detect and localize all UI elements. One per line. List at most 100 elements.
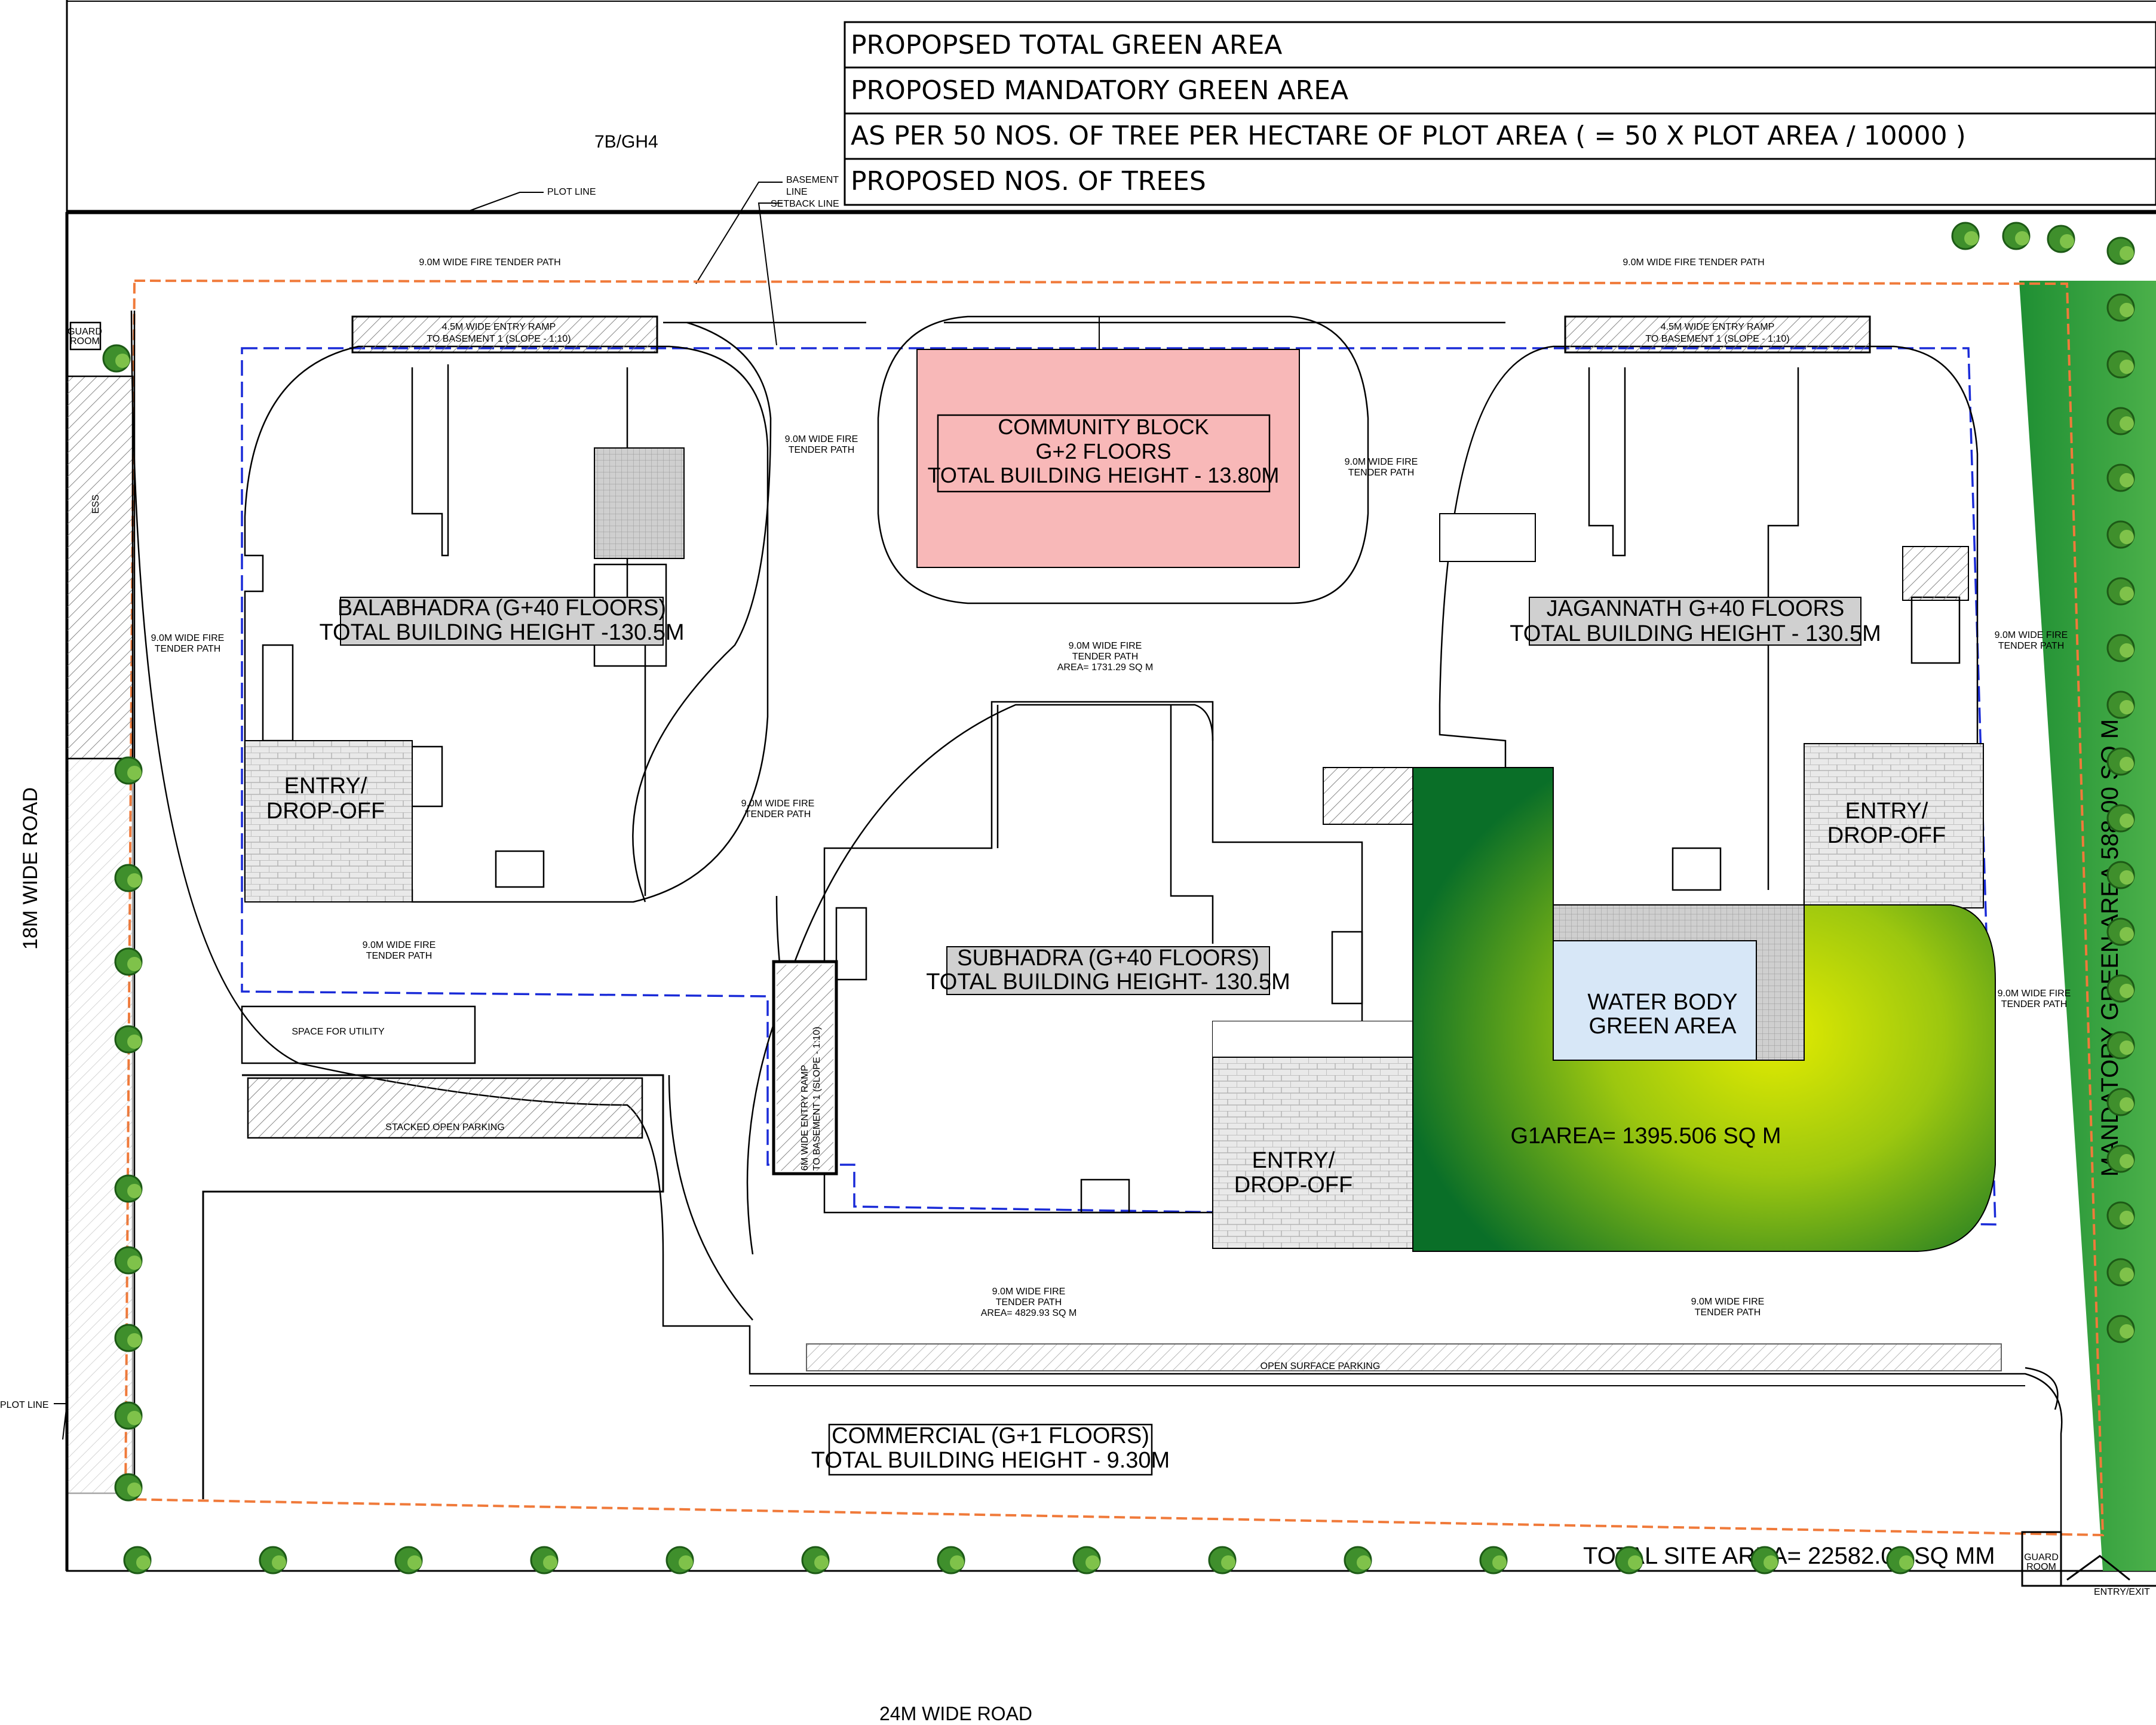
svg-text:9.0M WIDE FIRE: 9.0M WIDE FIRE [1998, 989, 2071, 999]
guard-room-bottom: GUARD [2024, 1552, 2059, 1563]
tree-highlight-icon [950, 1555, 964, 1570]
tree-highlight-icon [2120, 927, 2134, 941]
tree-highlight-icon [2120, 303, 2134, 317]
tree-highlight-icon [136, 1555, 151, 1570]
entry-exit-label: ENTRY/EXIT [2094, 1587, 2150, 1597]
commercial-height: TOTAL BUILDING HEIGHT - 9.30M [811, 1448, 1170, 1473]
trees [102, 222, 2135, 1574]
entry-dropoff-left: ENTRY/ [284, 774, 367, 799]
jagannath-height: TOTAL BUILDING HEIGHT - 130.5M [1510, 621, 1881, 646]
svg-text:TENDER PATH: TENDER PATH [1998, 641, 2065, 651]
tree-highlight-icon [2120, 1154, 2134, 1168]
entry-dropoff-right: ENTRY/ [1845, 799, 1928, 824]
svg-text:9.0M WIDE FIRE: 9.0M WIDE FIRE [741, 799, 815, 809]
plot-ref-label: 7B/GH4 [594, 132, 658, 152]
plot-line-label-left: PLOT LINE [0, 1400, 49, 1410]
tree-highlight-icon [1085, 1555, 1100, 1570]
subhadra-name: SUBHADRA (G+40 FLOORS) [957, 946, 1259, 971]
commercial-name: COMMERCIAL (G+1 FLOORS) [832, 1423, 1149, 1448]
tree-highlight-icon [127, 1035, 142, 1049]
tree-highlight-icon [679, 1555, 693, 1570]
tree-highlight-icon [2120, 1097, 2134, 1112]
community-title: COMMUNITY BLOCK [998, 415, 1209, 439]
tree-highlight-icon [127, 766, 142, 780]
legend-row: AS PER 50 NOS. OF TREE PER HECTARE OF PL… [851, 121, 1966, 151]
balabhadra-height: TOTAL BUILDING HEIGHT -130.5M [320, 620, 685, 645]
tree-highlight-icon [2120, 587, 2134, 601]
legend-row: PROPOSED NOS. OF TREES [851, 166, 1206, 197]
tree-highlight-icon [2120, 984, 2134, 998]
right-ramp-label: 4.5M WIDE ENTRY RAMP [1661, 322, 1775, 332]
tree-highlight-icon [1492, 1555, 1507, 1570]
surface-parking-label: OPEN SURFACE PARKING [1261, 1361, 1381, 1371]
entry-dropoff-center: DROP-OFF [1234, 1172, 1353, 1198]
svg-text:9.0M WIDE FIRE: 9.0M WIDE FIRE [363, 940, 436, 950]
tree-highlight-icon [127, 1482, 142, 1497]
tree-highlight-icon [1764, 1555, 1778, 1570]
svg-text:9.0M WIDE FIRE: 9.0M WIDE FIRE [1069, 641, 1142, 651]
tree-highlight-icon [2120, 1267, 2134, 1282]
utility-and-parking [202, 1005, 664, 1499]
tree-highlight-icon [2120, 246, 2134, 260]
tree-highlight-icon [543, 1555, 557, 1570]
middle-ramp-label: 6M WIDE ENTRY RAMP [800, 1065, 810, 1171]
svg-text:TENDER PATH: TENDER PATH [1072, 652, 1139, 662]
community-floors: G+2 FLOORS [1035, 439, 1171, 464]
subhadra-tower [823, 701, 1363, 1214]
svg-text:9.0M WIDE FIRE: 9.0M WIDE FIRE [992, 1287, 1066, 1297]
svg-text:TENDER PATH: TENDER PATH [1348, 468, 1415, 478]
tree-highlight-icon [2120, 1324, 2134, 1339]
g1-area-label: G1AREA= 1395.506 SQ M [1510, 1124, 1781, 1149]
entry-dropoff-center: ENTRY/ [1252, 1148, 1335, 1173]
tree-highlight-icon [2120, 700, 2134, 714]
tree-highlight-icon [2120, 473, 2134, 487]
svg-text:9.0M WIDE FIRE TENDER PATH: 9.0M WIDE FIRE TENDER PATH [419, 257, 560, 268]
guard-room-top: ROOM [70, 336, 100, 346]
community-block [877, 315, 1369, 604]
tree-highlight-icon [2120, 643, 2134, 658]
community-height: TOTAL BUILDING HEIGHT - 13.80M [928, 463, 1280, 487]
entry-exit-gate [2021, 1531, 2156, 1587]
svg-text:TENDER PATH: TENDER PATH [745, 809, 811, 819]
svg-text:TENDER PATH: TENDER PATH [996, 1297, 1062, 1307]
tree-highlight-icon [814, 1555, 829, 1570]
utility-label: SPACE FOR UTILITY [292, 1027, 385, 1037]
basement-line-label: BASEMENT [786, 175, 839, 185]
tree-highlight-icon [2120, 757, 2134, 771]
tree-highlight-icon [127, 1184, 142, 1198]
tree-highlight-icon [1628, 1555, 1642, 1570]
tree-highlight-icon [1357, 1555, 1371, 1570]
guard-room-top: GUARD [68, 327, 102, 337]
guard-room-bottom: ROOM [2026, 1562, 2056, 1572]
left-ramp-sublabel: TO BASEMENT 1 (SLOPE - 1:10) [427, 334, 571, 344]
tree-highlight-icon [115, 354, 130, 368]
left-ramp-label: 4.5M WIDE ENTRY RAMP [442, 322, 556, 332]
tree-highlight-icon [2120, 416, 2134, 431]
svg-text:TENDER PATH: TENDER PATH [366, 951, 433, 961]
fire-tender-labels: 9.0M WIDE FIRE TENDER PATH 9.0M WIDE FIR… [151, 257, 2071, 1318]
tree-highlight-icon [2120, 814, 2134, 828]
water-body-label: WATER BODY [1587, 990, 1737, 1015]
mandatory-green-strip [1942, 215, 2156, 1571]
plot-line-label: PLOT LINE [547, 187, 596, 197]
svg-text:AREA= 1731.29 SQ M: AREA= 1731.29 SQ M [1057, 662, 1154, 673]
svg-text:9.0M WIDE FIRE: 9.0M WIDE FIRE [1995, 630, 2068, 640]
jagannath-name: JAGANNATH G+40 FLOORS [1547, 596, 1845, 621]
surface-parking-row [750, 1343, 2025, 1386]
callouts [54, 182, 783, 1440]
tree-highlight-icon [2120, 1040, 2134, 1055]
tree-highlight-icon [2120, 530, 2134, 544]
bottom-road-label: 24M WIDE ROAD [879, 1703, 1032, 1724]
tree-highlight-icon [272, 1555, 286, 1570]
tree-highlight-icon [1899, 1555, 1913, 1570]
tree-highlight-icon [127, 1256, 142, 1270]
svg-text:TENDER PATH: TENDER PATH [789, 445, 855, 455]
jagannath-tower [1439, 315, 1979, 909]
entry-dropoff-right: DROP-OFF [1827, 823, 1946, 848]
svg-text:AREA= 4829.93 SQ M: AREA= 4829.93 SQ M [981, 1308, 1077, 1318]
svg-text:9.0M WIDE FIRE: 9.0M WIDE FIRE [1691, 1297, 1765, 1307]
basement-line [241, 347, 1996, 1226]
tree-highlight-icon [407, 1555, 422, 1570]
subhadra-height: TOTAL BUILDING HEIGHT- 130.5M [926, 969, 1290, 995]
